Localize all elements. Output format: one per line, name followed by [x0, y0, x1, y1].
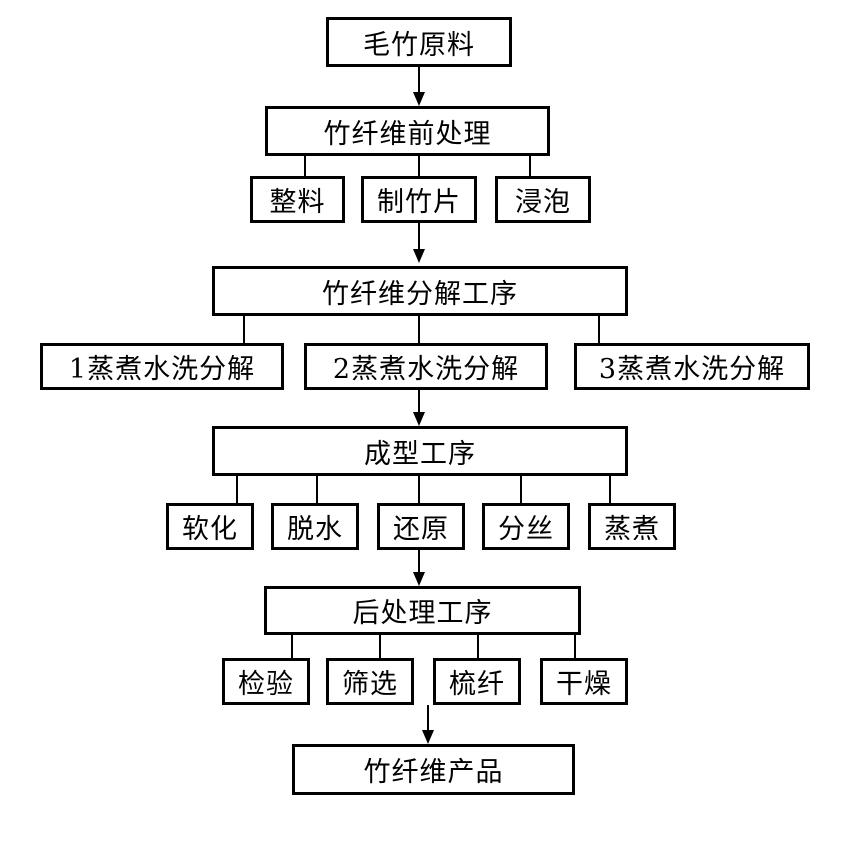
connector	[236, 476, 238, 503]
step-post-4: 干燥	[540, 658, 628, 705]
connector	[379, 635, 381, 658]
step-post-3: 梳纤	[433, 658, 521, 705]
step-decomposition-2: 2蒸煮水洗分解	[304, 343, 548, 390]
connector	[418, 223, 420, 251]
connector	[418, 67, 420, 95]
connector	[243, 316, 245, 343]
step-pretreatment-1: 整料	[250, 176, 345, 223]
step-post-1: 检验	[222, 658, 310, 705]
connector	[574, 635, 576, 658]
connector	[418, 550, 420, 574]
step-forming-4: 分丝	[482, 503, 570, 550]
node-start: 毛竹原料	[326, 17, 512, 67]
connector	[520, 476, 522, 503]
node-end: 竹纤维产品	[292, 744, 575, 795]
arrow-down	[413, 572, 425, 586]
step-forming-2: 脱水	[271, 503, 359, 550]
step-post-2: 筛选	[326, 658, 414, 705]
arrow-down	[413, 92, 425, 106]
connector	[529, 156, 531, 176]
step-pretreatment-3: 浸泡	[495, 176, 591, 223]
connector	[316, 476, 318, 503]
stage-decomposition: 竹纤维分解工序	[212, 266, 628, 316]
connector	[477, 635, 479, 658]
connector	[418, 156, 420, 176]
stage-pretreatment: 竹纤维前处理	[265, 106, 550, 156]
step-decomposition-3: 3蒸煮水洗分解	[574, 343, 810, 390]
connector	[418, 316, 420, 343]
stage-post: 后处理工序	[264, 586, 581, 635]
arrow-down	[422, 730, 434, 744]
step-decomposition-1: 1蒸煮水洗分解	[40, 343, 284, 390]
connector	[609, 476, 611, 503]
connector	[418, 476, 420, 503]
connector	[598, 316, 600, 343]
arrow-down	[413, 249, 425, 263]
connector	[418, 390, 420, 413]
connector	[427, 705, 429, 730]
step-pretreatment-2: 制竹片	[361, 176, 477, 223]
connector	[291, 635, 293, 658]
step-forming-5: 蒸煮	[588, 503, 676, 550]
connector	[304, 156, 306, 176]
arrow-down	[413, 412, 425, 426]
stage-forming: 成型工序	[212, 426, 628, 476]
step-forming-3: 还原	[377, 503, 465, 550]
step-forming-1: 软化	[166, 503, 254, 550]
